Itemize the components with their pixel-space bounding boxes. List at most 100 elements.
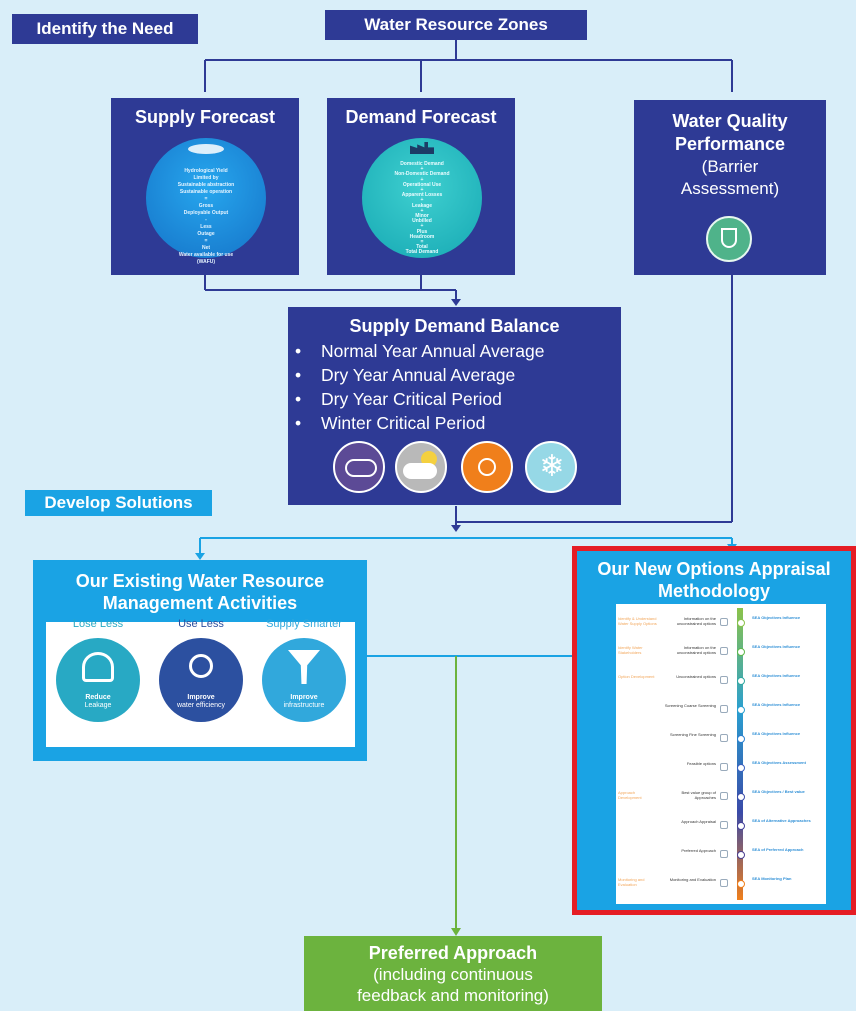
- methodology-stage: Identify Water Stakeholders: [618, 645, 643, 655]
- new-options-title: Our New Options Appraisal Methodology: [597, 559, 831, 601]
- bullet-normal-year: Normal Year Annual Average: [288, 339, 621, 363]
- step-icon: [720, 618, 728, 626]
- supply-smarter-label: Supply Smarter: [266, 618, 342, 630]
- step-icon: [720, 676, 728, 684]
- step-icon: [720, 705, 728, 713]
- water-resource-zones-label: Water Resource Zones: [364, 15, 548, 34]
- methodology-stage: Option Development: [618, 674, 655, 679]
- supply-demand-balance-box: Supply Demand Balance Normal Year Annual…: [288, 307, 621, 505]
- step-icon: [720, 850, 728, 858]
- step-icon: [720, 792, 728, 800]
- timeline-dot: [737, 822, 745, 830]
- methodology-row: Identify & Understand Water Supply Optio…: [616, 612, 824, 634]
- methodology-sea: SEA Objectives Influence: [752, 615, 822, 620]
- identify-need-label: Identify the Need: [36, 19, 174, 38]
- develop-solutions-header: Develop Solutions: [25, 490, 212, 516]
- methodology-row: Preferred Approach SEA of Preferred Appro…: [616, 844, 824, 866]
- use-less-label: Use Less: [178, 618, 224, 630]
- supply-demand-balance-title: Supply Demand Balance: [349, 316, 560, 336]
- water-quality-title: Water Quality Performance: [672, 111, 788, 154]
- methodology-step: Approach Appraisal: [681, 819, 716, 824]
- methodology-step: Preferred Approach: [681, 848, 716, 853]
- step-icon: [720, 647, 728, 655]
- existing-activities-title: Our Existing Water Resource Management A…: [75, 571, 325, 613]
- methodology-row: Approach Appraisal SEA of Alternative App…: [616, 815, 824, 837]
- water-splash-icon: [188, 144, 224, 154]
- lab-flask-icon: [706, 216, 752, 262]
- lose-less-caption-bold: Reduce: [85, 694, 111, 701]
- methodology-step: Information on the unconstrained options: [676, 616, 716, 626]
- sea-label: SEA Objectives Influence: [752, 702, 801, 707]
- bullet-dry-critical: Dry Year Critical Period: [288, 387, 621, 411]
- bullet-winter-critical: Winter Critical Period: [288, 411, 621, 435]
- methodology-step: Information on the unconstrained options: [676, 645, 716, 655]
- timeline-dot: [737, 793, 745, 801]
- sea-label: SEA of Preferred Approach: [752, 847, 804, 852]
- valve-pipe-icon: [82, 652, 114, 682]
- methodology-row: Identify Water Stakeholders Information o…: [616, 641, 824, 663]
- sea-label: SEA Objectives Influence: [752, 731, 801, 736]
- sea-label: SEA Objectives Assessment: [752, 760, 806, 765]
- lose-less-label: Lose Less: [72, 618, 124, 630]
- sun-icon: [461, 441, 513, 493]
- bullet-dry-year: Dry Year Annual Average: [288, 363, 621, 387]
- methodology-sea: SEA Objectives Influence: [752, 673, 822, 678]
- water-resource-zones-box: Water Resource Zones: [325, 10, 587, 40]
- demand-forecast-text: Domestic Demand+Non-Domestic Demand+Oper…: [394, 161, 450, 256]
- identify-need-header: Identify the Need: [12, 14, 198, 44]
- methodology-stage: Approach Development: [618, 790, 642, 800]
- supply-smarter-caption: infrastructure: [283, 702, 325, 709]
- methodology-sea: SEA Objectives / Best value: [752, 789, 822, 794]
- methodology-sea: SEA of Preferred Approach: [752, 847, 822, 852]
- use-less-caption: water efficiency: [176, 702, 226, 709]
- preferred-approach-line1: (including continuous: [373, 965, 533, 984]
- methodology-row: Screening Fine Screening SEA Objectives I…: [616, 728, 824, 750]
- methodology-sea: SEA Objectives Influence: [752, 731, 822, 736]
- supply-forecast-title: Supply Forecast: [134, 107, 276, 127]
- sun-cloud-icon: [395, 441, 447, 493]
- sea-label: SEA of Alternative Approaches: [752, 818, 811, 823]
- methodology-sea: SEA Objectives Influence: [752, 644, 822, 649]
- methodology-sea: SEA Objectives Influence: [752, 702, 822, 707]
- develop-solutions-label: Develop Solutions: [44, 493, 193, 512]
- sea-label: SEA Objectives / Best value: [752, 789, 805, 794]
- snowflake-icon: ❄: [525, 441, 577, 493]
- methodology-step: Monitoring and Evaluation: [669, 877, 716, 882]
- existing-activities-box: Our Existing Water Resource Management A…: [33, 560, 367, 761]
- water-quality-subtitle: (Barrier Assessment): [680, 157, 780, 198]
- preferred-approach-line2: feedback and monitoring): [357, 986, 549, 1005]
- sea-label: SEA Objectives Influence: [752, 673, 801, 678]
- timeline-dot: [737, 648, 745, 656]
- demand-forecast-title: Demand Forecast: [345, 107, 497, 127]
- step-icon: [720, 734, 728, 742]
- use-less-caption-bold: Improve: [187, 694, 215, 701]
- methodology-timeline: [737, 608, 743, 900]
- supply-smarter-caption-bold: Improve: [290, 694, 318, 701]
- methodology-row: Feasible options SEA Objectives Assessmen…: [616, 757, 824, 779]
- funnel-icon: [288, 650, 320, 684]
- timeline-dot: [737, 880, 745, 888]
- methodology-step: Feasible options: [686, 761, 716, 766]
- rain-cloud-icon: [333, 441, 385, 493]
- methodology-step: Screening Fine Screening: [669, 732, 716, 737]
- new-options-box: Our New Options Appraisal Methodology Id…: [572, 546, 856, 915]
- timeline-dot: [737, 851, 745, 859]
- preferred-approach-box: Preferred Approach (including continuous…: [304, 936, 602, 1011]
- factory-icon: [410, 142, 434, 154]
- methodology-step: Unconstrained options: [676, 674, 716, 679]
- methodology-chart: Identify & Understand Water Supply Optio…: [616, 604, 826, 904]
- methodology-stage: Identify & Understand Water Supply Optio…: [618, 616, 657, 626]
- sea-label: SEA Monitoring Plan: [752, 876, 792, 881]
- step-icon: [720, 821, 728, 829]
- demand-forecast-circle: Domestic Demand+Non-Domestic Demand+Oper…: [362, 138, 482, 258]
- methodology-sea: SEA of Alternative Approaches: [752, 818, 822, 823]
